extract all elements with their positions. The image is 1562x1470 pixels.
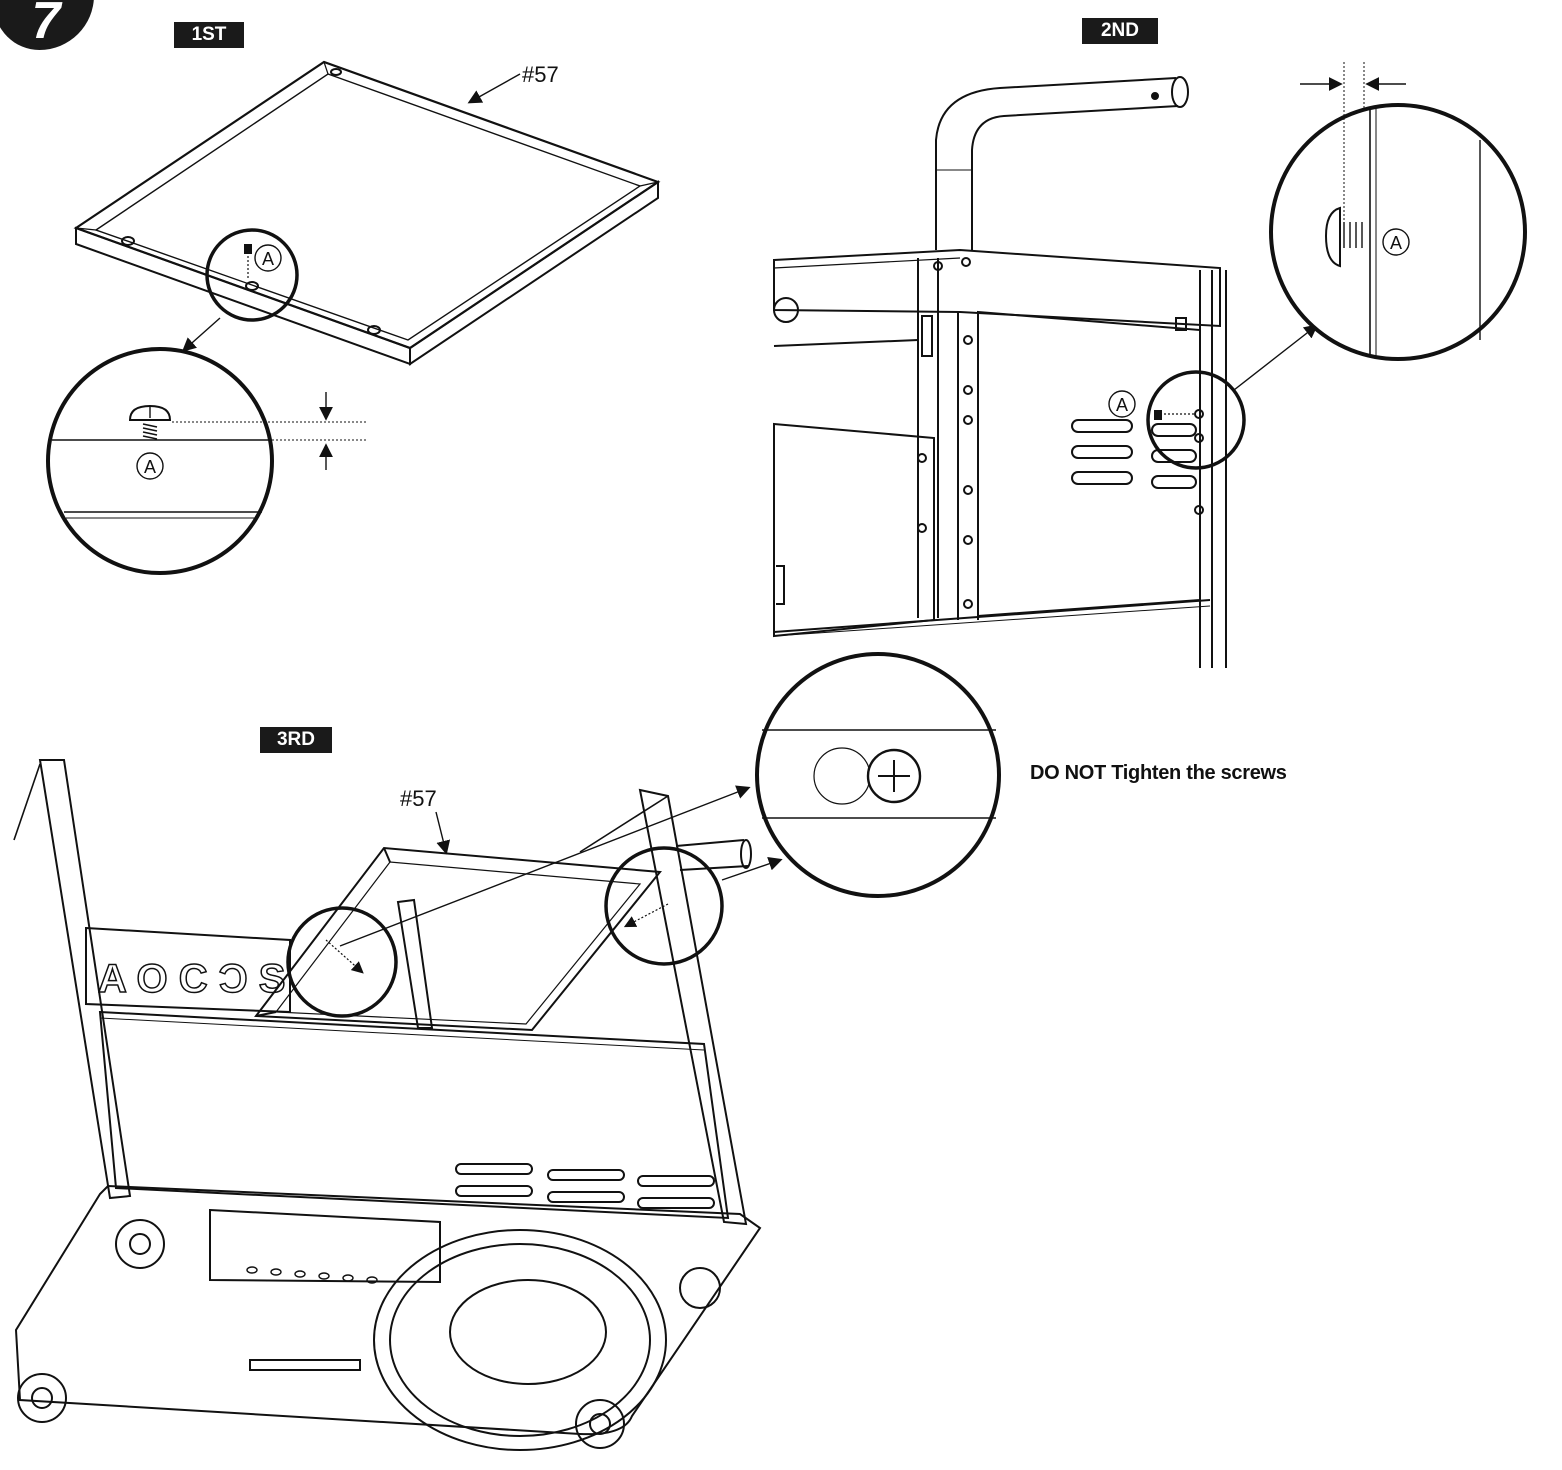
detail-circle-icon	[604, 846, 724, 966]
detail-view-2: A	[1269, 62, 1527, 361]
grill-cart-drawing	[13, 759, 762, 1451]
arrow-icon	[339, 785, 751, 947]
svg-text:A: A	[144, 457, 156, 477]
grill-logo: A O C Ɔ S	[98, 957, 285, 1001]
step-3rd-label: 3RD	[260, 727, 332, 753]
callout-a-circle	[254, 244, 282, 272]
detail-circle-icon	[1146, 370, 1246, 470]
arrow-icon	[467, 73, 521, 104]
frame-57-drawing	[73, 60, 661, 366]
detail-circle-icon	[286, 906, 398, 1018]
screw-icon	[1154, 410, 1194, 420]
warning-note: DO NOT Tighten the screws	[1030, 762, 1287, 784]
part-57-label-bottom: #57	[400, 786, 437, 811]
arrow-icon	[435, 811, 451, 855]
step-number: 7	[31, 0, 61, 50]
arrow-icon	[721, 857, 783, 881]
svg-text:A: A	[1390, 233, 1402, 253]
grill-side-drawing	[773, 76, 1227, 668]
detail-view-3	[755, 652, 1001, 898]
detail-circle-icon	[205, 228, 299, 322]
callout-a-circle	[1108, 390, 1136, 418]
screw-icon	[244, 244, 252, 280]
arrow-icon	[1233, 324, 1319, 391]
step-2nd-label: 2ND	[1082, 18, 1158, 44]
step-1st-label: 1ST	[174, 22, 244, 48]
part-57-label-top: #57	[522, 62, 559, 87]
arrow-icon	[181, 317, 221, 352]
step-number-badge: 7	[0, 0, 94, 50]
detail-view-1: A	[46, 347, 366, 575]
callout-a-label-2: A	[1116, 395, 1128, 415]
callout-a-label: A	[262, 249, 274, 269]
